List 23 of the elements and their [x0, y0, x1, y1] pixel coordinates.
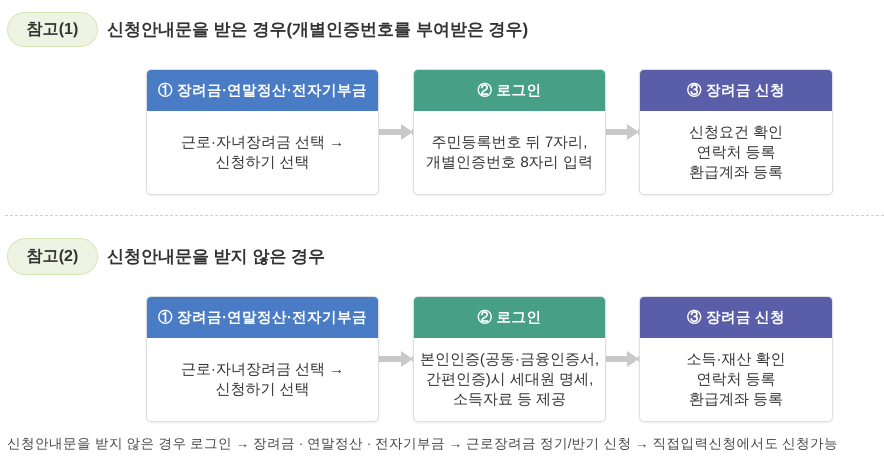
step-text: 근로·자녀장려금 선택 → 신청하기 선택	[180, 132, 346, 172]
label-pill: 참고(2)	[7, 238, 98, 275]
step-card	[146, 296, 379, 422]
step-card	[639, 296, 833, 422]
label-pill: 참고(1)	[7, 12, 98, 47]
card-header: ② 로그인	[414, 297, 605, 338]
step-text: 본인인증(공동·금융인증서, 간편인증)시 세대원 명세, 소득자료 등 제공	[418, 350, 600, 410]
card-header: ① 장려금·연말정산·전자기부금	[147, 70, 378, 111]
card-header: ② 로그인	[414, 70, 605, 111]
step-card	[639, 69, 833, 195]
step-card	[413, 69, 606, 195]
step-text: 근로·자녀장려금 선택 → 신청하기 선택	[180, 360, 346, 400]
step-card	[146, 69, 379, 195]
section-heading: 신청안내문을 받은 경우(개별인증번호를 부여받은 경우)	[107, 18, 528, 40]
step-text: 신청요건 확인 연락처 등록 환급계좌 등록	[688, 122, 784, 182]
step-card	[413, 296, 606, 422]
footnote: 신청안내문을 받지 않은 경우 로그인 → 장려금 · 연말정산 · 전자기부금 → 근로장려금 정기/반기 신청 → 직접입력신청에서도 신청가능	[7, 435, 838, 453]
step-text: 소득·재산 확인 연락처 등록 환급계좌 등록	[685, 350, 787, 410]
card-header: ③ 장려금 신청	[640, 70, 832, 111]
section-heading: 신청안내문을 받지 않은 경우	[107, 246, 326, 268]
card-header: ③ 장려금 신청	[640, 297, 832, 338]
card-header: ① 장려금·연말정산·전자기부금	[147, 297, 378, 338]
step-text: 주민등록번호 뒤 7자리, 개별인증번호 8자리 입력	[425, 132, 594, 172]
